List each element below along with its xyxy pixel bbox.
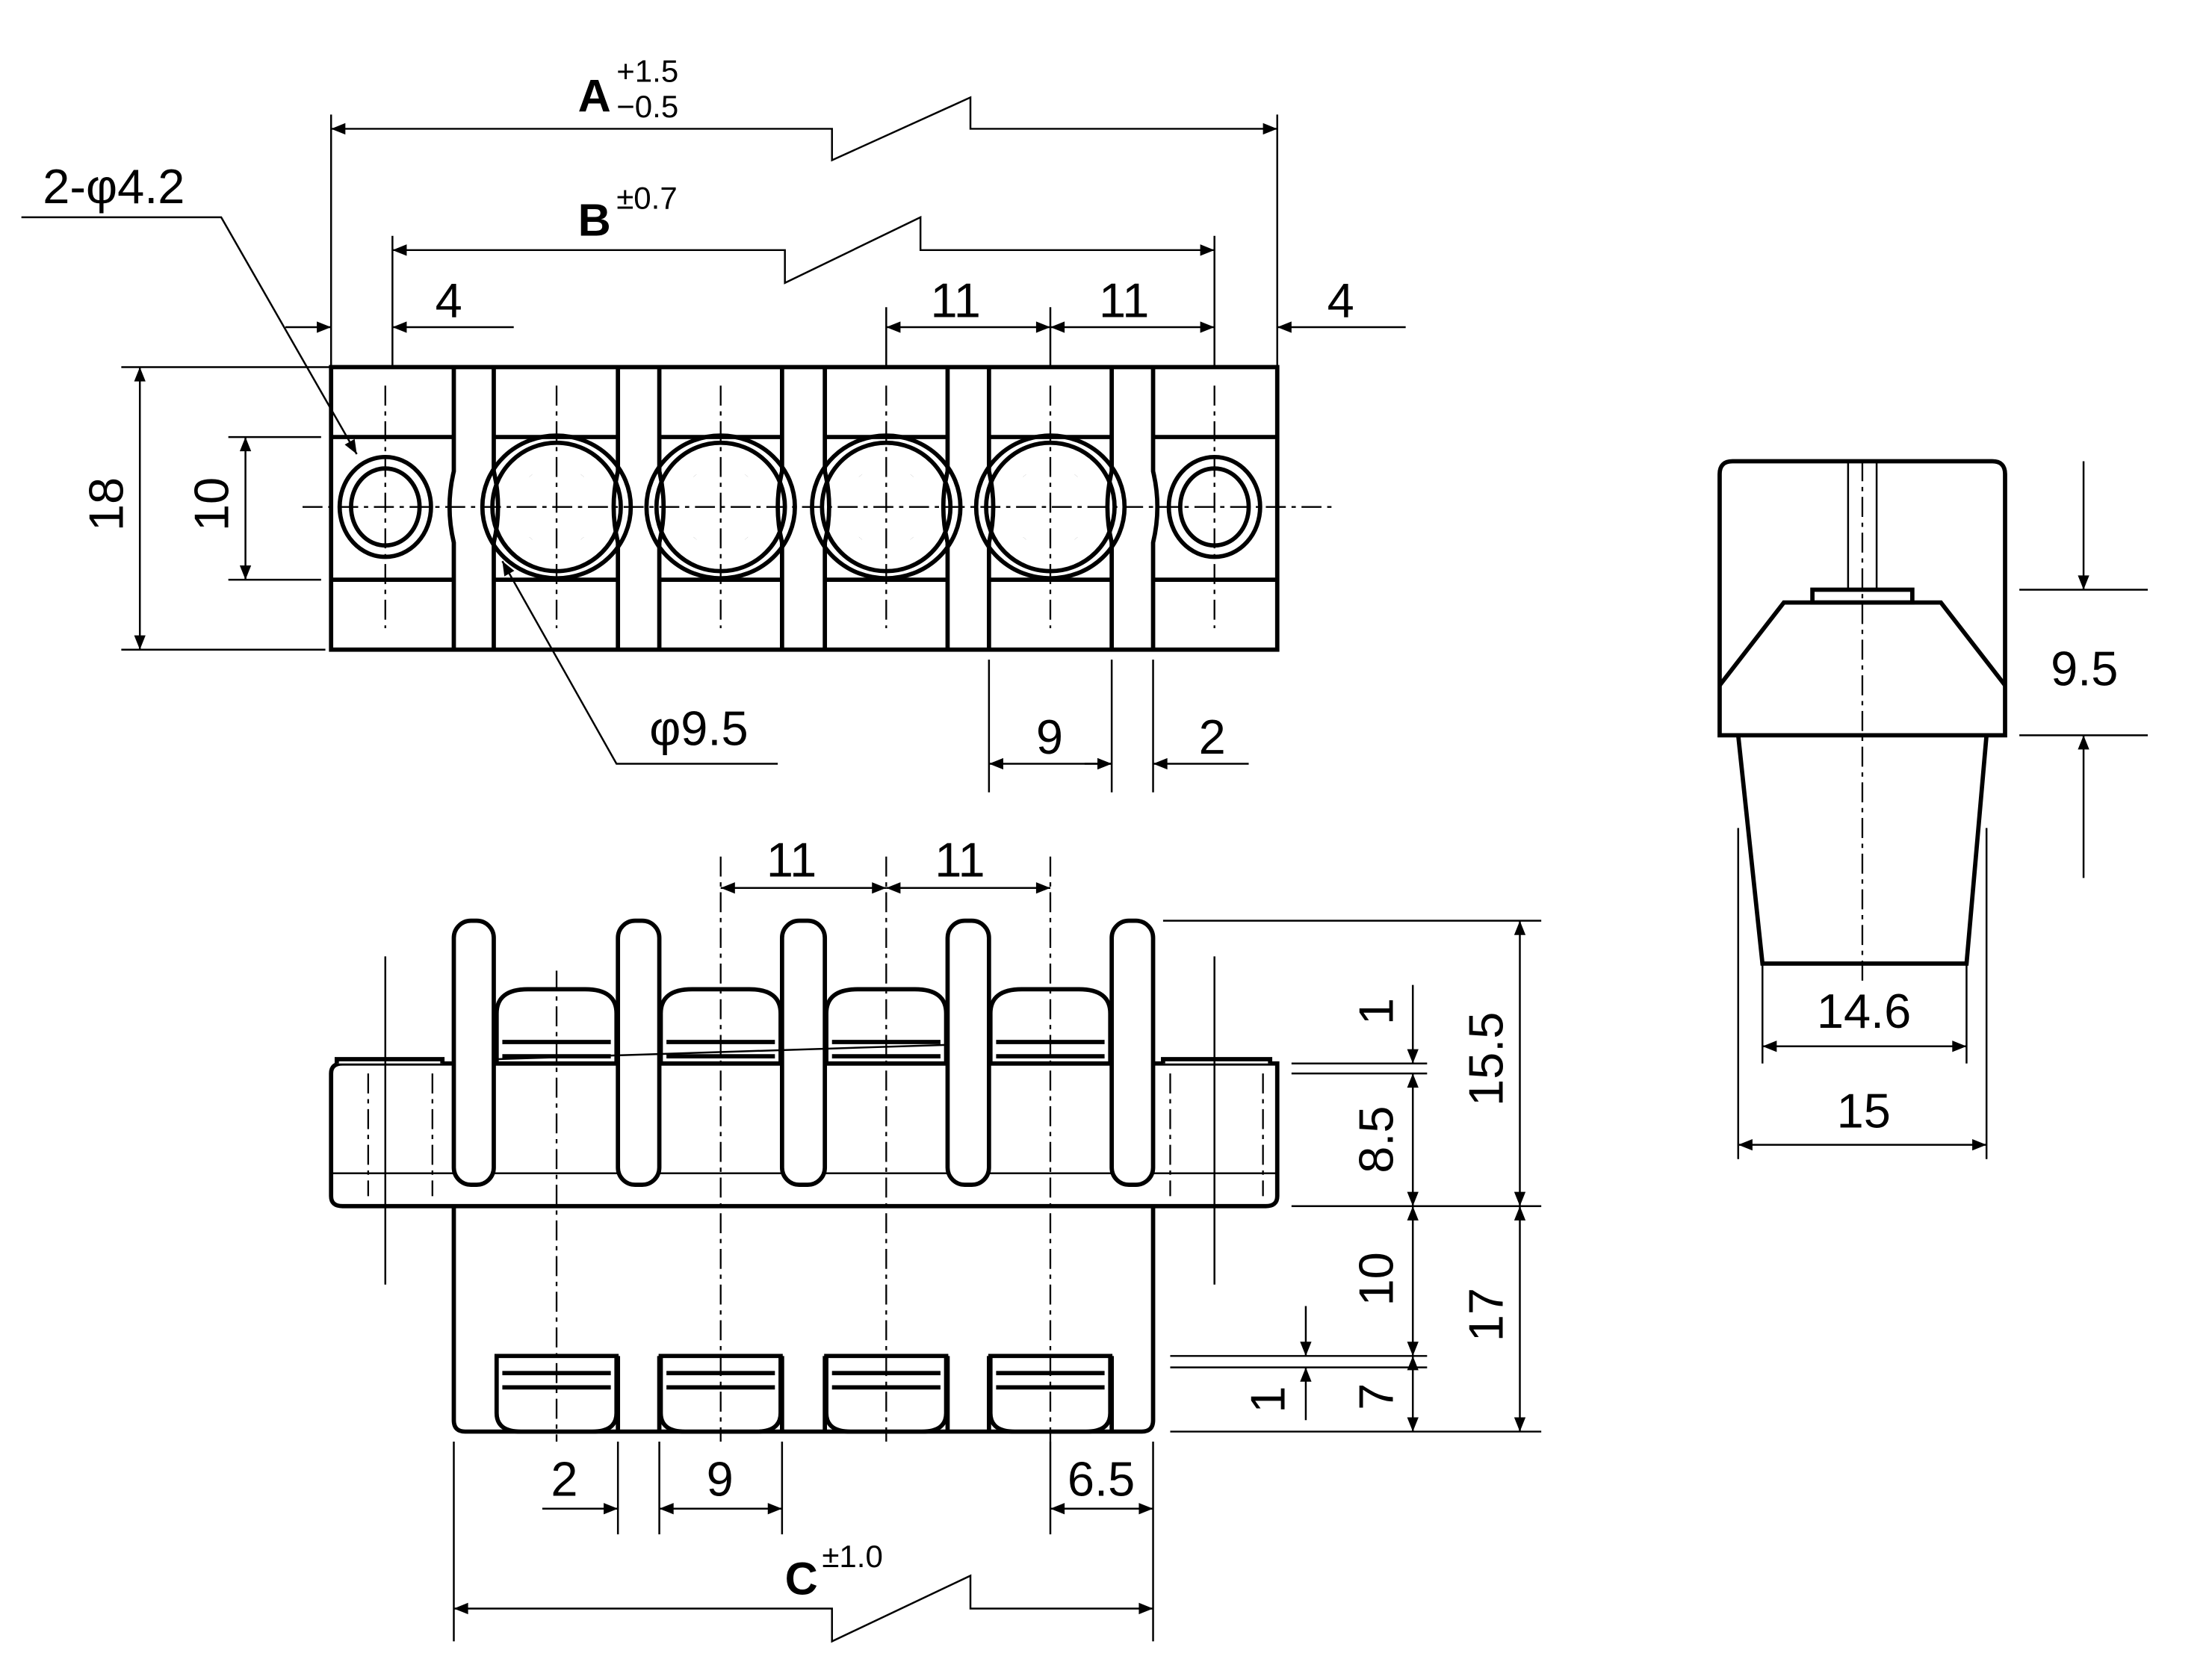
dim-right-edge: 4: [1327, 273, 1354, 328]
dim-barrier-width: 2: [1199, 710, 1226, 764]
dim-pitch-1: 11: [931, 273, 981, 328]
svg-text:2-φ4.2: 2-φ4.2: [43, 159, 185, 214]
dim-terminal-width: 9: [1036, 710, 1063, 764]
dim-B-letter: B: [578, 195, 611, 246]
svg-text:11: 11: [935, 832, 985, 887]
svg-text:1: 1: [1240, 1386, 1295, 1413]
dim-side-height: 9.5: [2019, 461, 2149, 878]
front-pitch-dimensions: 11 11: [720, 832, 1050, 894]
svg-text:15.5: 15.5: [1459, 1012, 1514, 1106]
dimension-C: C ±1.0: [453, 1539, 1153, 1643]
svg-text:1: 1: [1348, 998, 1403, 1025]
screw-callout: φ9.5: [501, 560, 778, 765]
barriers: [451, 918, 1156, 1432]
svg-text:±1.0: ±1.0: [822, 1539, 882, 1574]
dim-left-edge: 4: [436, 273, 462, 328]
svg-text:2: 2: [551, 1452, 577, 1507]
height-dimensions: 18 10: [78, 366, 332, 651]
dim-A-tol-minus: −0.5: [616, 89, 678, 124]
svg-text:10: 10: [1348, 1252, 1403, 1306]
svg-text:φ9.5: φ9.5: [649, 701, 748, 756]
axis-lines: [384, 385, 1215, 629]
svg-text:17: 17: [1459, 1288, 1514, 1342]
terminal-width-dimensions: 9 2: [988, 660, 1249, 793]
dimension-A: A +1.5 −0.5: [329, 53, 1278, 368]
dim-A-letter: A: [578, 71, 611, 122]
svg-text:15: 15: [1837, 1084, 1891, 1138]
svg-text:9.5: 9.5: [2051, 641, 2118, 695]
dim-height-total: 18: [78, 477, 133, 531]
pitch-dimensions: 4 11 11 4: [285, 273, 1406, 368]
dim-height-inner: 10: [185, 477, 239, 531]
front-width-dimensions: 2 9 6.5: [453, 1441, 1154, 1642]
front-height-dimensions: 1 8.5 15.5 10 17 1 7: [1162, 920, 1542, 1433]
svg-text:11: 11: [766, 832, 817, 887]
inner-lines: [331, 367, 1277, 650]
svg-text:14.6: 14.6: [1817, 984, 1911, 1038]
dim-A-tol-plus: +1.5: [616, 53, 678, 88]
svg-text:7: 7: [1348, 1383, 1403, 1410]
dim-side-widths: 14.6 15: [1737, 828, 1988, 1159]
front-view: 11 11 1 8.5 15.5 10 17 1 7 2: [329, 832, 1542, 1643]
dim-B-tol: ±0.7: [616, 180, 677, 215]
side-view: 9.5 14.6 15: [1717, 459, 2149, 1159]
top-view: A +1.5 −0.5 B ±0.7 4 11 11 4: [21, 53, 1406, 793]
svg-text:C: C: [785, 1553, 818, 1604]
svg-text:9: 9: [707, 1452, 734, 1507]
block-outline: [329, 365, 1280, 652]
lower-terminals: [494, 1353, 1113, 1434]
dim-pitch-2: 11: [1099, 273, 1149, 328]
dimension-B: B ±0.7: [391, 180, 1215, 368]
svg-text:6.5: 6.5: [1068, 1452, 1135, 1507]
svg-text:8.5: 8.5: [1348, 1106, 1403, 1173]
hole-callout: 2-φ4.2: [21, 159, 358, 455]
